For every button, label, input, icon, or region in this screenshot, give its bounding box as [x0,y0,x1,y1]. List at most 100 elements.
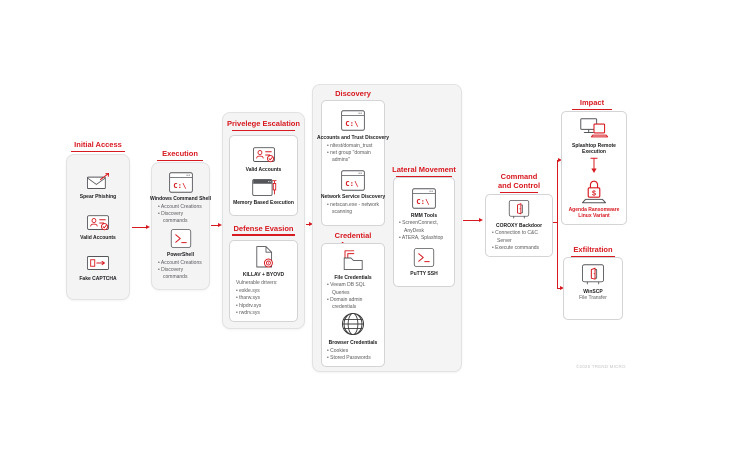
item-bullet: eskle.sys [236,288,293,295]
item-bullet: hlpdrv.sys [236,303,293,310]
arrow-privesc-to-discovery [306,221,313,226]
command-window-icon [168,171,194,194]
item-label: WinSCP [583,288,603,295]
lateral-movement-card: RMM Tools ScreenConnect, AnyDesk ATERA, … [393,177,455,287]
initial-access-title-text: Initial Access [74,140,122,149]
lateral-movement-title-text: Lateral Movement [392,165,456,174]
item-bullet: ScreenConnect, AnyDesk [399,220,451,235]
execution-title: Execution [151,149,209,161]
initial-access-panel: Spear Phishing Valid Accounts Fake CAPTC… [66,154,130,300]
captcha-card-icon [85,253,111,273]
item-label: Valid Accounts [245,167,282,174]
item-bullet: ATERA, Splashtop [399,235,451,242]
item-label: Network Service Discovery [320,194,386,201]
down-arrow-icon [589,157,599,175]
command-and-control-title-text: Command and Control [497,172,541,190]
initial-access-title: Initial Access [64,140,132,152]
arrow-to-exfiltration [556,285,564,290]
lateral-movement-title: Lateral Movement [389,165,459,177]
impact-card: Splashtop Remote Execution Agenda Ransom… [561,111,627,225]
defense-evasion-card: KILLAV + BYOVD Vulnerable drivers: eskle… [229,240,298,322]
item-label: Windows Command Shell [149,196,212,203]
folder-bracket-icon [340,248,366,272]
bullet-list: Account Creations Discovery commands [154,202,207,225]
exfiltration-title: Exfiltration [566,245,620,257]
execution-title-text: Execution [162,149,198,158]
item-label: Spear Phishing [79,194,117,201]
item-bullet: Account Creations [158,204,205,211]
item-label: Valid Accounts [80,235,116,242]
arrow-lateral-to-c2 [463,217,483,222]
item-bullet: Stored Passwords [327,355,381,362]
item-bullet: tharw.sys [236,295,293,302]
item-bullet: Execute commands [492,245,548,252]
powershell-item: PowerShell Account Creations Discovery c… [154,228,207,281]
item-bullet: nltest/domain_trust [327,143,381,150]
execution-panel: Windows Command Shell Account Creations … [150,162,211,290]
item-label: Splashtop Remote Execution [572,142,616,155]
arrow-execution-to-privesc [211,222,222,227]
item-label: KILLAV + BYOVD [242,271,285,278]
network-service-discovery-item: Network Service Discovery netscan.exe - … [320,169,386,217]
windows-command-shell-item: Windows Command Shell Account Creations … [150,171,211,226]
impact-title: Impact [567,98,617,110]
impact-title-text: Impact [579,98,605,107]
memory-based-execution-item: Memory Based Execution [232,177,295,207]
privilege-escalation-title: Privelege Escalation [225,119,303,131]
item-label: Accounts and Trust Discovery [317,134,389,141]
discovery-title-text: Discovery [335,89,371,98]
browser-credentials-item: Browser Credentials Cookies Stored Passw… [323,311,383,362]
item-bullet: Discovery commands [158,211,205,226]
command-window-icon [340,109,366,132]
item-label: COROXY Backdoor [495,222,543,229]
bullet-list: Veeam DB SQL Queries Domain admin creden… [323,281,383,312]
bullet-list: nltest/domain_trust net group "domain ad… [323,141,383,164]
item-label: RMM Tools [410,212,438,219]
item-label: PowerShell [167,251,194,258]
item-bullet: Veeam DB SQL Queries [327,282,381,297]
discovery-group-panel: Discovery Accounts and Trust Discovery n… [312,84,462,372]
terminal-prompt-icon [169,228,193,249]
discovery-title: Discovery [321,89,385,101]
id-card-check-icon [85,213,111,233]
privilege-escalation-card: Valid Accounts Memory Based Execution [229,135,298,216]
bullet-list: Cookies Stored Passwords [323,346,383,362]
item-sublabel: File Transfer [579,294,607,301]
item-label: File Credentials [334,274,372,281]
item-bullet: Cookies [327,348,381,355]
remote-desktop-icon [579,117,609,140]
item-label: Fake CAPTCHA [79,275,117,282]
putty-ssh-item: PuTTY SSH [395,247,453,277]
defense-evasion-title-text: Defense Evasion [233,223,294,233]
envelope-spear-icon [85,172,111,192]
command-window-icon [340,169,366,192]
bullet-list: Connection to C&C Server Execute command… [488,229,550,252]
command-and-control-title: Command and Control [495,172,543,193]
item-bullet: Domain admin credentials [327,297,381,312]
arrow-to-impact [556,157,562,162]
window-syringe-icon [251,177,277,198]
item-bullet: Discovery commands [158,267,205,282]
item-bullet: Connection to C&C Server [492,230,548,245]
exfiltration-card: WinSCP File Transfer [563,257,623,320]
rmm-tools-item: RMM Tools ScreenConnect, AnyDesk ATERA, … [395,187,453,242]
window-door-icon [506,199,532,220]
valid-accounts-item: Valid Accounts [69,213,127,242]
file-credentials-item: File Credentials Veeam DB SQL Queries Do… [323,248,383,311]
item-label: PuTTY SSH [410,270,438,277]
bullet-list: Account Creations Discovery commands [154,258,207,281]
bullet-list: ScreenConnect, AnyDesk ATERA, Splashtop [395,219,453,242]
c2-branch-vertical-line [556,160,558,288]
c2-branch-connector [553,222,557,223]
ransom-lock-icon [578,177,610,204]
globe-icon [340,311,366,337]
defense-evasion-title: Defense Evasion [225,224,303,236]
item-label: Agenda Ransomware Linux Variant [568,206,620,219]
terminal-prompt-icon [412,247,436,268]
item-bullet: net group "domain admins" [327,150,381,165]
spear-phishing-item: Spear Phishing [69,172,127,201]
item-label: Memory Based Execution [233,200,294,207]
item-bullet: rwdrv.sys [236,310,293,317]
document-target-icon [252,245,276,269]
